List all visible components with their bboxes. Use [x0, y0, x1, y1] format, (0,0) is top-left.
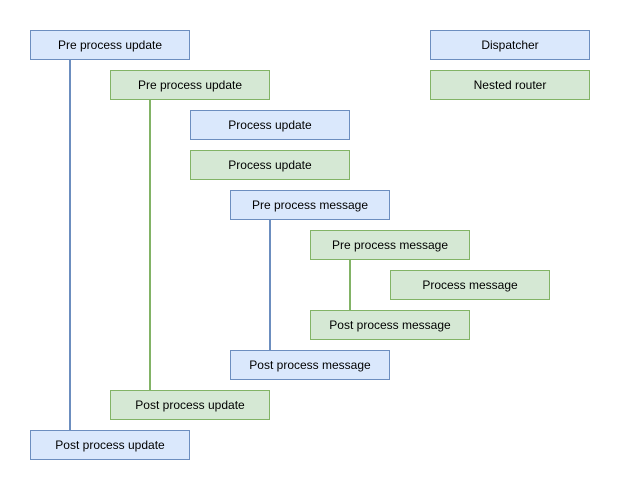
- connector-nested-update-line: [149, 100, 151, 390]
- node-label: Pre process update: [57, 38, 163, 52]
- node-dispatcher-process-update: Process update: [190, 110, 350, 140]
- legend-dispatcher-label: Dispatcher: [481, 38, 539, 52]
- node-nested-post-process-message: Post process message: [310, 310, 470, 340]
- node-label: Pre process update: [137, 78, 243, 92]
- node-dispatcher-pre-process-message: Pre process message: [230, 190, 390, 220]
- connector-dispatcher-message-line: [269, 220, 271, 350]
- node-label: Post process message: [329, 318, 451, 332]
- node-label: Post process message: [249, 358, 371, 372]
- node-nested-process-message: Process message: [390, 270, 550, 300]
- node-label: Pre process message: [331, 238, 449, 252]
- node-nested-post-process-update: Post process update: [110, 390, 270, 420]
- node-label: Pre process message: [251, 198, 369, 212]
- node-label: Post process update: [135, 398, 245, 412]
- node-nested-pre-process-message: Pre process message: [310, 230, 470, 260]
- legend-nested-router-label: Nested router: [473, 78, 547, 92]
- node-dispatcher-post-process-update: Post process update: [30, 430, 190, 460]
- node-dispatcher-post-process-message: Post process message: [230, 350, 390, 380]
- node-dispatcher-pre-process-update: Pre process update: [30, 30, 190, 60]
- connector-nested-message-line: [349, 260, 351, 310]
- connector-dispatcher-update-line: [69, 60, 71, 430]
- node-label: Process message: [422, 278, 518, 292]
- node-nested-pre-process-update: Pre process update: [110, 70, 270, 100]
- legend-nested-router: Nested router: [430, 70, 590, 100]
- node-label: Process update: [228, 158, 312, 172]
- node-label: Process update: [228, 118, 312, 132]
- legend-dispatcher: Dispatcher: [430, 30, 590, 60]
- node-label: Post process update: [55, 438, 165, 452]
- node-nested-process-update: Process update: [190, 150, 350, 180]
